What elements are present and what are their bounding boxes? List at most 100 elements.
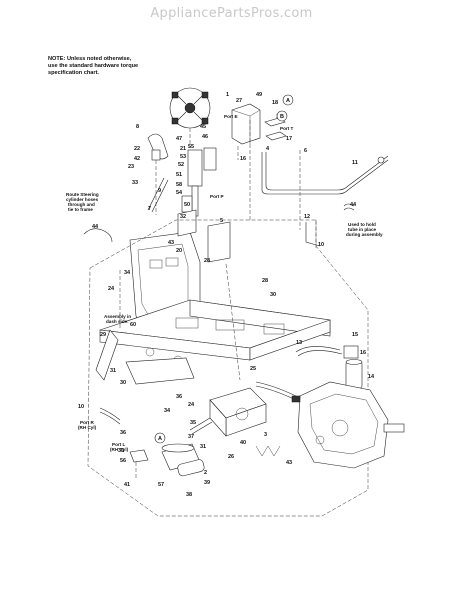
svg-text:27: 27 bbox=[236, 98, 242, 104]
svg-text:36: 36 bbox=[176, 394, 182, 400]
callout-assembly-dash-2: dash side. bbox=[106, 319, 128, 324]
svg-text:49: 49 bbox=[256, 92, 262, 98]
svg-text:20: 20 bbox=[176, 248, 182, 254]
svg-text:60: 60 bbox=[130, 322, 136, 328]
svg-text:53: 53 bbox=[180, 154, 186, 160]
svg-text:9: 9 bbox=[158, 188, 161, 194]
callout-port-p: Port P bbox=[210, 194, 224, 199]
svg-text:35: 35 bbox=[118, 448, 124, 454]
svg-text:23: 23 bbox=[128, 164, 134, 170]
svg-text:10: 10 bbox=[78, 404, 84, 410]
svg-text:16: 16 bbox=[360, 350, 366, 356]
svg-text:45: 45 bbox=[200, 124, 206, 130]
site-watermark: AppliancePartsPros.com bbox=[150, 6, 313, 21]
svg-text:17: 17 bbox=[286, 136, 292, 142]
svg-text:4: 4 bbox=[266, 146, 270, 152]
marker-a-top-label: A bbox=[286, 98, 290, 104]
svg-text:34: 34 bbox=[124, 270, 131, 276]
assembly-outline bbox=[87, 120, 369, 517]
svg-text:30: 30 bbox=[120, 380, 126, 386]
svg-text:1: 1 bbox=[226, 92, 229, 98]
svg-text:35: 35 bbox=[190, 420, 196, 426]
marker-a-bottom-label: A bbox=[158, 436, 162, 442]
reference-markers: A B A bbox=[154, 94, 294, 444]
callout-port-t: Port T bbox=[280, 126, 293, 131]
svg-text:33: 33 bbox=[132, 180, 138, 186]
torque-note-line-1: NOTE: Unless noted otherwise, bbox=[48, 56, 132, 62]
callout-port-l-2: (RH Cyl) bbox=[110, 447, 129, 452]
svg-text:47: 47 bbox=[176, 136, 182, 142]
svg-text:5: 5 bbox=[220, 218, 223, 224]
svg-text:44: 44 bbox=[92, 224, 99, 230]
svg-text:32: 32 bbox=[180, 214, 186, 220]
svg-text:37: 37 bbox=[188, 434, 194, 440]
torque-note-line-2: use the standard hardware torque bbox=[48, 63, 139, 69]
port-e-valve-block bbox=[231, 103, 287, 160]
svg-text:36: 36 bbox=[120, 430, 126, 436]
part-number-labels: 8 22 42 23 33 47 21 45 46 55 53 52 51 58… bbox=[78, 92, 375, 498]
hydraulic-filter bbox=[295, 345, 363, 389]
svg-text:30: 30 bbox=[270, 292, 276, 298]
hydraulic-tube-11 bbox=[261, 152, 389, 195]
svg-text:56: 56 bbox=[120, 458, 126, 464]
svg-text:28: 28 bbox=[204, 258, 210, 264]
hose-44 bbox=[83, 203, 355, 243]
svg-text:7: 7 bbox=[148, 206, 151, 212]
svg-text:22: 22 bbox=[134, 146, 140, 152]
svg-text:8: 8 bbox=[136, 124, 139, 130]
svg-text:14: 14 bbox=[368, 374, 375, 380]
svg-text:12: 12 bbox=[304, 214, 310, 220]
callout-used-to-hold-2: tube in place bbox=[348, 227, 377, 232]
svg-text:29: 29 bbox=[100, 332, 106, 338]
marker-b-top bbox=[276, 110, 288, 122]
torque-note-line-3: specification chart. bbox=[48, 70, 99, 76]
callout-route-steering-4: tie to frame bbox=[68, 207, 93, 212]
svg-text:43: 43 bbox=[286, 460, 292, 466]
svg-text:52: 52 bbox=[178, 162, 184, 168]
steering-cylinder bbox=[189, 387, 281, 457]
svg-text:31: 31 bbox=[110, 368, 116, 374]
callout-route-steering-1: Route Steering bbox=[66, 192, 99, 197]
svg-text:39: 39 bbox=[204, 480, 210, 486]
svg-text:24: 24 bbox=[188, 402, 195, 408]
transaxle bbox=[255, 381, 405, 469]
svg-text:38: 38 bbox=[186, 492, 192, 498]
torque-note: NOTE: Unless noted otherwise, use the st… bbox=[48, 56, 178, 77]
svg-text:42: 42 bbox=[134, 156, 140, 162]
svg-text:44: 44 bbox=[350, 202, 357, 208]
callout-assembly-dash-1: Assembly in bbox=[104, 314, 131, 319]
svg-text:40: 40 bbox=[240, 440, 246, 446]
marker-a-bottom bbox=[154, 432, 166, 444]
svg-text:16: 16 bbox=[240, 156, 246, 162]
callout-used-to-hold-1: Used to hold bbox=[348, 222, 376, 227]
callout-route-steering-3: through and bbox=[68, 202, 95, 207]
svg-text:13: 13 bbox=[296, 340, 302, 346]
svg-text:24: 24 bbox=[108, 286, 115, 292]
callout-port-l-1: Port L bbox=[112, 442, 125, 447]
svg-text:6: 6 bbox=[304, 148, 307, 154]
steering-column bbox=[147, 133, 217, 217]
svg-text:31: 31 bbox=[200, 444, 206, 450]
svg-text:43: 43 bbox=[168, 240, 174, 246]
svg-text:34: 34 bbox=[164, 408, 171, 414]
svg-text:11: 11 bbox=[352, 160, 358, 166]
svg-text:18: 18 bbox=[272, 100, 278, 106]
svg-text:25: 25 bbox=[250, 366, 256, 372]
svg-text:41: 41 bbox=[124, 482, 130, 488]
svg-text:21: 21 bbox=[180, 146, 186, 152]
callout-used-to-hold-3: during assembly bbox=[346, 232, 383, 237]
svg-text:46: 46 bbox=[202, 134, 208, 140]
svg-text:10: 10 bbox=[318, 242, 324, 248]
tractor-frame bbox=[95, 209, 331, 385]
svg-text:51: 51 bbox=[176, 172, 182, 178]
callout-port-r-1: Port R bbox=[80, 420, 94, 425]
lift-cylinder-group bbox=[99, 407, 205, 478]
svg-text:15: 15 bbox=[352, 332, 358, 338]
svg-text:55: 55 bbox=[188, 144, 194, 150]
tube-12 bbox=[305, 222, 321, 247]
marker-b-top-label: B bbox=[280, 114, 284, 120]
svg-text:3: 3 bbox=[264, 432, 267, 438]
steering-valve-detail bbox=[169, 87, 211, 148]
callout-port-r-2: (RH Cyl) bbox=[78, 425, 97, 430]
